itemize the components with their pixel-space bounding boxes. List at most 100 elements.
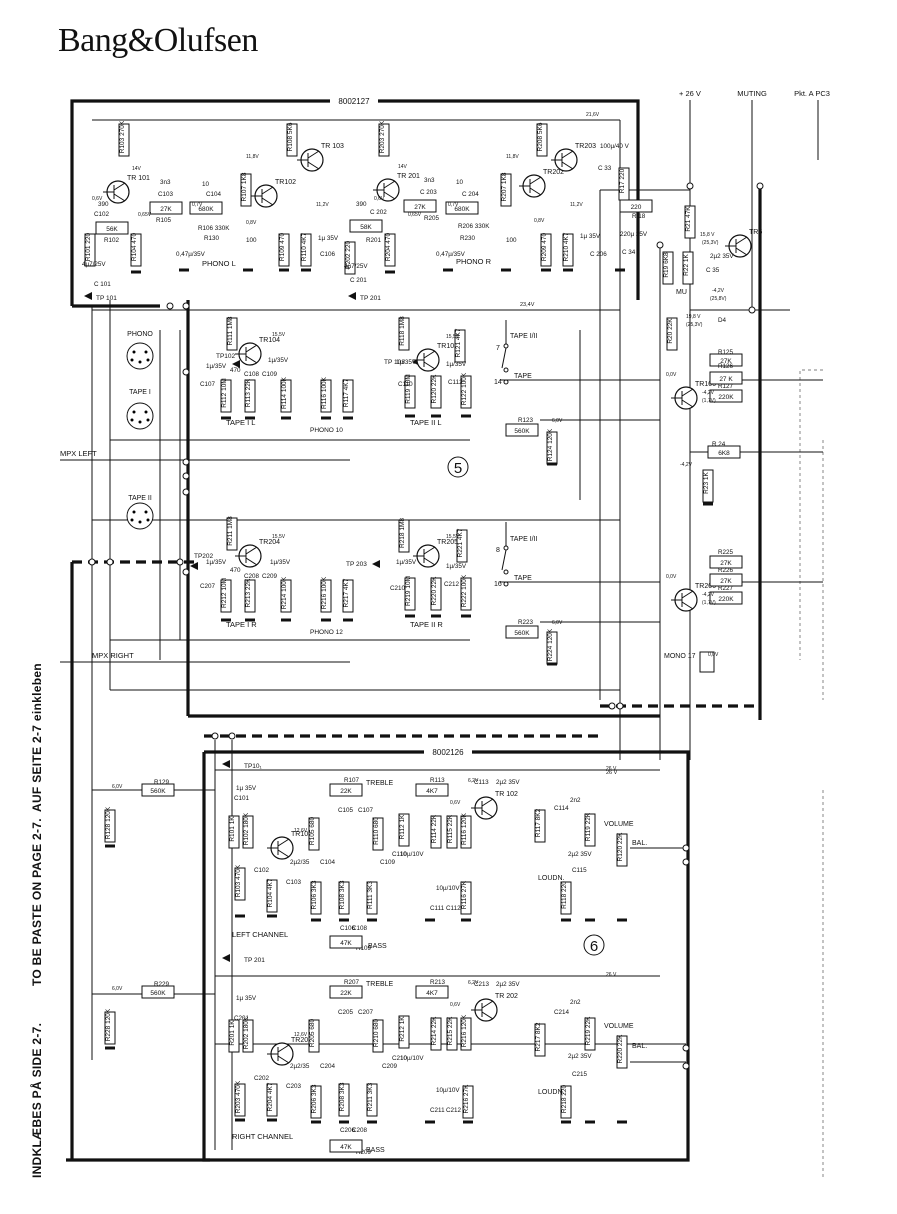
- part-lc215-label: C215: [572, 1071, 588, 1078]
- part-lr204: R204 4K7: [266, 1082, 278, 1117]
- label-bal-r: BAL.: [632, 1043, 647, 1050]
- part-r214: R214 100K: [280, 576, 292, 613]
- part-r102-label: 56K: [106, 226, 118, 233]
- part-lc203v-label: 2µ2/35: [290, 1063, 310, 1070]
- part-r226: R226: [718, 567, 734, 574]
- transistor-tr101-label: TR 101: [127, 175, 150, 182]
- part-lc212-label: C212: [446, 1107, 462, 1114]
- voltage-v112b: 11,2V: [570, 202, 583, 208]
- part-lr216b: R216 27K: [462, 1084, 474, 1119]
- part-r108: R108 5K6: [286, 122, 298, 157]
- part-c107v: 1µ/35V: [206, 363, 227, 370]
- part-r104: R104 470: [130, 233, 142, 267]
- part-r115: 470: [230, 367, 241, 374]
- part-r230-label: R230: [460, 235, 476, 242]
- part-lc214: C214: [554, 1009, 570, 1016]
- part-c35: 2µ2 35V: [710, 253, 734, 260]
- part-c202l: C 202: [370, 209, 387, 216]
- part-r123v-label: 560K: [514, 428, 530, 435]
- mono-17-label: MONO 17: [664, 653, 696, 660]
- part-r218-label: R218 1M8: [399, 518, 406, 548]
- part-r110: R110 4K7: [300, 232, 312, 267]
- transistor-tr105-label: TR105: [437, 343, 458, 350]
- part-r215-label: 470: [230, 567, 241, 574]
- part-c206l: C 206: [590, 251, 607, 258]
- part-c208: C208: [244, 573, 260, 580]
- part-c103l: C103: [158, 191, 174, 198]
- part-r206l: R206 330K: [458, 223, 490, 230]
- voltage-v216: 21,6V: [586, 112, 600, 118]
- label-bal-l: BAL.: [632, 840, 647, 847]
- part-lr210: R210 680: [372, 1019, 384, 1053]
- label-tape-i-l: TAPE I L: [226, 418, 255, 427]
- transistor-tr205-label: TR205: [437, 539, 458, 546]
- part-r205l: R205: [424, 215, 440, 222]
- board-upper-id: 8002127: [330, 95, 378, 107]
- part-lr216-label: R216 120K: [461, 1014, 468, 1047]
- voltage-v60a: 6,0V: [552, 418, 563, 424]
- part-lr110: R110 680: [372, 817, 384, 851]
- part-r125v: 27K: [709, 353, 743, 367]
- part-c212-label: C212: [444, 581, 460, 588]
- socket-phono-label: PHONO: [127, 331, 153, 338]
- part-r126v-label: 27 K: [719, 376, 733, 383]
- transistor-tr205: TR205: [413, 539, 458, 568]
- part-r126v: 27 K: [709, 371, 743, 385]
- part-c207v: 1µ/35V: [206, 559, 227, 566]
- mono-switch: [699, 651, 715, 673]
- part-lc202: C202: [254, 1075, 270, 1082]
- part-r18: 220: [619, 199, 653, 213]
- board-outlines: [66, 99, 762, 1162]
- part-r216-label: R216 100K: [321, 576, 328, 609]
- part-c112: C112: [448, 379, 463, 386]
- voltage-v155d: 15,5V: [446, 534, 460, 540]
- part-r216: R216 100K: [320, 576, 332, 613]
- part-lr208: R208 3K3: [338, 1082, 350, 1117]
- part-r227: R227: [718, 585, 734, 592]
- part-r105l: R105: [156, 217, 172, 224]
- part-r116: R116 100K: [320, 376, 332, 413]
- part-lc115v-label: 2µ2 35V: [568, 851, 592, 858]
- pin-7-label: 7: [496, 345, 500, 352]
- part-c33l: C 33: [598, 165, 612, 172]
- part-c206: 1µ 35V: [580, 233, 601, 240]
- board-lower-id: 8002126: [424, 746, 472, 758]
- part-c34l-label: C 34: [622, 249, 636, 256]
- part-lr206-label: R206 3K3: [311, 1084, 318, 1113]
- part-c208-label: C208: [244, 573, 260, 580]
- voltage-v17a: (1,7V): [702, 398, 716, 404]
- part-c105-label: 100: [246, 237, 257, 244]
- part-c204-label: 10: [456, 179, 464, 186]
- part-lr103-label: R103 470K: [235, 864, 242, 897]
- part-lr119-label: R119 22K: [585, 812, 592, 841]
- part-c102l: C102: [94, 211, 110, 218]
- part-lc113-label: C113: [474, 779, 489, 786]
- transistor-tr102-label: TR102: [275, 179, 296, 186]
- part-lr202-label: R202 180K: [243, 1016, 250, 1049]
- tape-lower-label: TAPE: [514, 575, 532, 582]
- part-c101l: C 101: [94, 281, 111, 288]
- part-lr101-label: R101 1K: [229, 816, 236, 842]
- part-lc110: C110: [392, 851, 407, 858]
- tp201-label: TP 201: [360, 295, 381, 302]
- socket-tape2: TAPE II: [126, 495, 154, 530]
- part-lc111: C111: [430, 905, 445, 912]
- part-lc212v: 10µ/10V: [436, 1087, 460, 1094]
- part-r220: R220 22K: [430, 576, 442, 611]
- part-r207: R207 1K8: [500, 172, 512, 207]
- transistor-tr202: TR202: [519, 169, 564, 198]
- part-r222-label: R222 100K: [461, 574, 468, 607]
- part-lr211: R211 3K3: [366, 1082, 378, 1117]
- part-r202-label: R202 220: [345, 241, 352, 270]
- part-r226-label: R226: [718, 567, 734, 574]
- part-c106: 1µ 35V: [318, 235, 339, 242]
- part-r217: R217 4K7: [342, 578, 354, 613]
- part-c110: C110: [398, 381, 413, 388]
- part-lr111: R111 3K3: [366, 881, 378, 915]
- part-c210: C210: [390, 585, 406, 592]
- part-lr102-label: R102 180K: [243, 812, 250, 845]
- brand-logo: Bang&Olufsen: [58, 22, 258, 59]
- part-d4-label: D4: [718, 317, 727, 324]
- part-lr205: R205 680: [308, 1019, 320, 1053]
- part-r227v-label: 220K: [718, 596, 734, 603]
